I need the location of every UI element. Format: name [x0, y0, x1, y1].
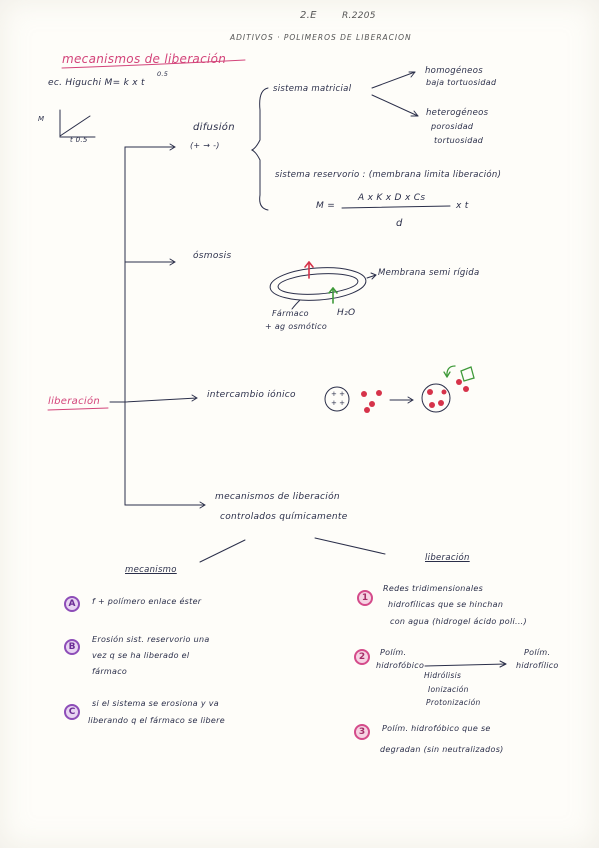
mecanismo-b-line3: fármaco [92, 667, 128, 676]
counter-ion-arrow [446, 365, 456, 378]
liberacion-heading: liberación [425, 553, 470, 563]
root-liberacion: liberación [48, 396, 101, 407]
membrana-pointer [366, 274, 377, 279]
ion-particles: + + + + [331, 379, 469, 413]
arrow-heterogeneo [371, 94, 419, 117]
counter-ion-square [460, 366, 475, 382]
difusion-sub: (+ → -) [190, 141, 220, 150]
arrow-homogeneo [371, 71, 416, 89]
liberacion-2-mid3: Protonización [426, 698, 481, 707]
mecanismo-num-b: B [64, 639, 80, 655]
sistema-reservorio: sistema reservorio : (membrana limita li… [275, 170, 502, 180]
quimico-line1: mecanismos de liberación [215, 492, 340, 502]
water-label: H₂O [337, 308, 356, 318]
formula-denominator: d [396, 218, 403, 229]
liberacion-3-line2: degradan (sin neutralizados) [380, 745, 504, 754]
mecanismo-b-line2: vez q se ha liberado el [92, 651, 190, 660]
liberacion-num-2: 2 [354, 649, 370, 665]
higuchi-exponent: 0.5 [157, 70, 169, 78]
mecanismo-num-a: A [64, 596, 80, 612]
homogeneo-sub: baja tortuosidad [426, 78, 497, 87]
branch-intercambio [124, 397, 198, 403]
liberacion-num-3: 3 [354, 724, 370, 740]
formula-left: M = [316, 201, 336, 211]
mecanismo-num-c: C [64, 704, 80, 720]
polymer-arrow [424, 663, 507, 667]
liberacion-num-1: 1 [357, 590, 373, 606]
difusion-label: difusión [193, 122, 235, 133]
graph-line [59, 115, 91, 137]
split-right [314, 537, 386, 555]
intercambio-label: intercambio iónico [207, 390, 296, 400]
resin-bead-1 [324, 386, 350, 412]
fraction-bar [341, 205, 451, 209]
mecanismo-b-line1: Erosión sist. reservorio una [92, 635, 210, 644]
difusion-brace [250, 87, 269, 211]
mecanismo-c-line2: liberando q el fármaco se libere [88, 716, 225, 725]
liberacion-2-mid1: Hidrólisis [424, 671, 462, 680]
header-top-right: R.2205 [342, 11, 376, 21]
svg-text:+ +: + + [331, 399, 345, 407]
svg-text:+ +: + + [331, 390, 345, 398]
mecanismo-c-line1: si el sistema se erosiona y va [92, 699, 219, 708]
higuchi-equation: ec. Higuchi M= k x t [48, 78, 145, 88]
header-top-left: 2.E [300, 10, 317, 21]
liberacion-1-line2: hidrofílicas que se hinchan [388, 600, 504, 609]
graph-axes [59, 109, 96, 138]
homogeneo: homogéneos [425, 66, 483, 76]
liberacion-2-line2: hidrofóbico [376, 661, 425, 670]
root-underline [47, 407, 109, 411]
mecanismo-a-line1: f + polímero enlace éster [92, 597, 202, 606]
osmosis-capsule-outer [269, 267, 367, 301]
quimico-line2: controlados químicamente [220, 512, 348, 522]
formula-numerator: A x K x D x Cs [358, 193, 426, 203]
graph-x-label: t 0.5 [70, 136, 88, 144]
liberacion-1-line1: Redes tridimensionales [383, 584, 484, 593]
tree-trunk [124, 146, 136, 506]
heterogeneo-sub2: tortuosidad [434, 136, 484, 145]
membrana-label: Membrana semi rígida [378, 268, 480, 278]
osmosis-label: ósmosis [193, 251, 232, 261]
split-left [199, 539, 246, 563]
farmaco-label: Fármaco [272, 309, 309, 318]
formula-right: x t [456, 201, 469, 211]
liberacion-2-line1: Polím. [380, 648, 407, 657]
osmosis-capsule-inner [277, 273, 359, 295]
heterogeneo: heterogéneos [426, 108, 489, 118]
agente-osmotico-label: + ag osmótico [265, 322, 328, 331]
title-underline [61, 59, 246, 69]
graph-y-label: M [38, 115, 45, 123]
heterogeneo-sub1: porosidad [431, 122, 474, 131]
sistema-matricial: sistema matricial [273, 84, 352, 94]
liberacion-2-to2: hidrofílico [516, 661, 559, 670]
resin-bead-2 [421, 383, 451, 413]
liberacion-2-mid2: Ionización [428, 685, 469, 694]
farmaco-pointer [291, 299, 301, 310]
header-subtitle: ADITIVOS · POLIMEROS DE LIBERACION [230, 33, 412, 42]
liberacion-3-line1: Polím. hidrofóbico que se [382, 724, 491, 733]
liberacion-2-to1: Polím. [524, 648, 551, 657]
mecanismo-heading: mecanismo [125, 565, 177, 575]
liberacion-1-line3: con agua (hidrogel ácido poli...) [390, 617, 527, 626]
